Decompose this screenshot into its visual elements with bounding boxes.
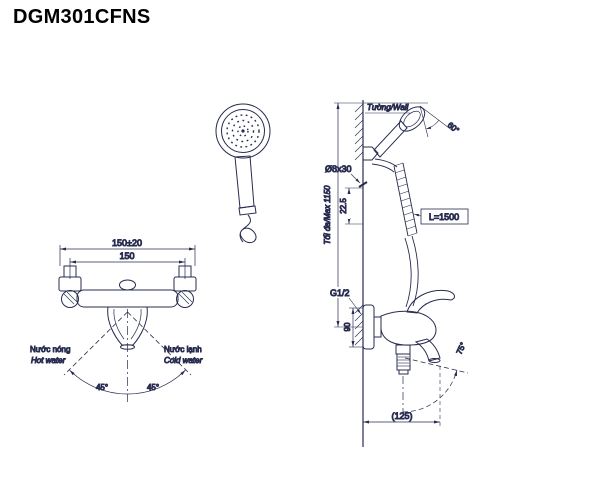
wall-label: Tường/Wall [367, 103, 409, 112]
dim-body-height [349, 307, 363, 348]
cold-water-label-vi: Nước lạnh [164, 345, 202, 354]
side-view: Tường/Wall 60° [323, 100, 468, 447]
handshower-front [215, 103, 271, 244]
dim-width-label: 150 [119, 251, 134, 261]
spout-swivel-label: 75° [455, 341, 468, 356]
shower-holder [363, 146, 379, 161]
model-number: DGM301CFNS [13, 6, 151, 28]
angle-left-label: 45° [96, 383, 108, 392]
dim-holder-offset-label: 22.5 [339, 198, 348, 214]
handle-rotation [63, 309, 192, 402]
faucet-side [362, 289, 456, 375]
thread-label: G1/2 [330, 288, 350, 298]
hose-length-label: L=1500 [429, 212, 459, 222]
handshower-nut [238, 205, 257, 216]
front-view: 150±20 150 [30, 238, 203, 402]
hose-coil [239, 214, 257, 244]
hose-side [371, 158, 419, 308]
handshower-grip [234, 155, 255, 209]
faucet-spout [414, 338, 441, 362]
nut-hatch [63, 291, 193, 305]
head-angle-label: 60° [446, 120, 461, 135]
cold-water-label-en: Cold water [164, 356, 203, 365]
faucet-lever [406, 289, 456, 314]
hot-water-label-en: Hot water [31, 356, 66, 365]
lever-knob [119, 279, 136, 291]
dim-body-height-label: 90 [343, 322, 352, 331]
spray-center-dot [241, 129, 245, 133]
head-angle-annotation [419, 105, 454, 138]
handshower-grip-side [373, 120, 408, 158]
hot-water-label-vi: Nước nóng [30, 345, 70, 354]
dim-spout-reach [363, 366, 441, 428]
coil-windings [393, 162, 418, 237]
angle-right-label: 45° [147, 383, 159, 392]
spout-swivel [402, 357, 469, 416]
outlet-thread [397, 356, 410, 367]
dim-spout-reach-label: (125) [391, 411, 412, 421]
wall-hatch [354, 103, 364, 346]
mixer-body [58, 265, 197, 350]
dim-max-height-label: Tối đa/Max 1150 [323, 185, 332, 245]
dim-width-tolerance-label: 150±20 [112, 238, 142, 248]
hose-length-box [420, 208, 469, 225]
